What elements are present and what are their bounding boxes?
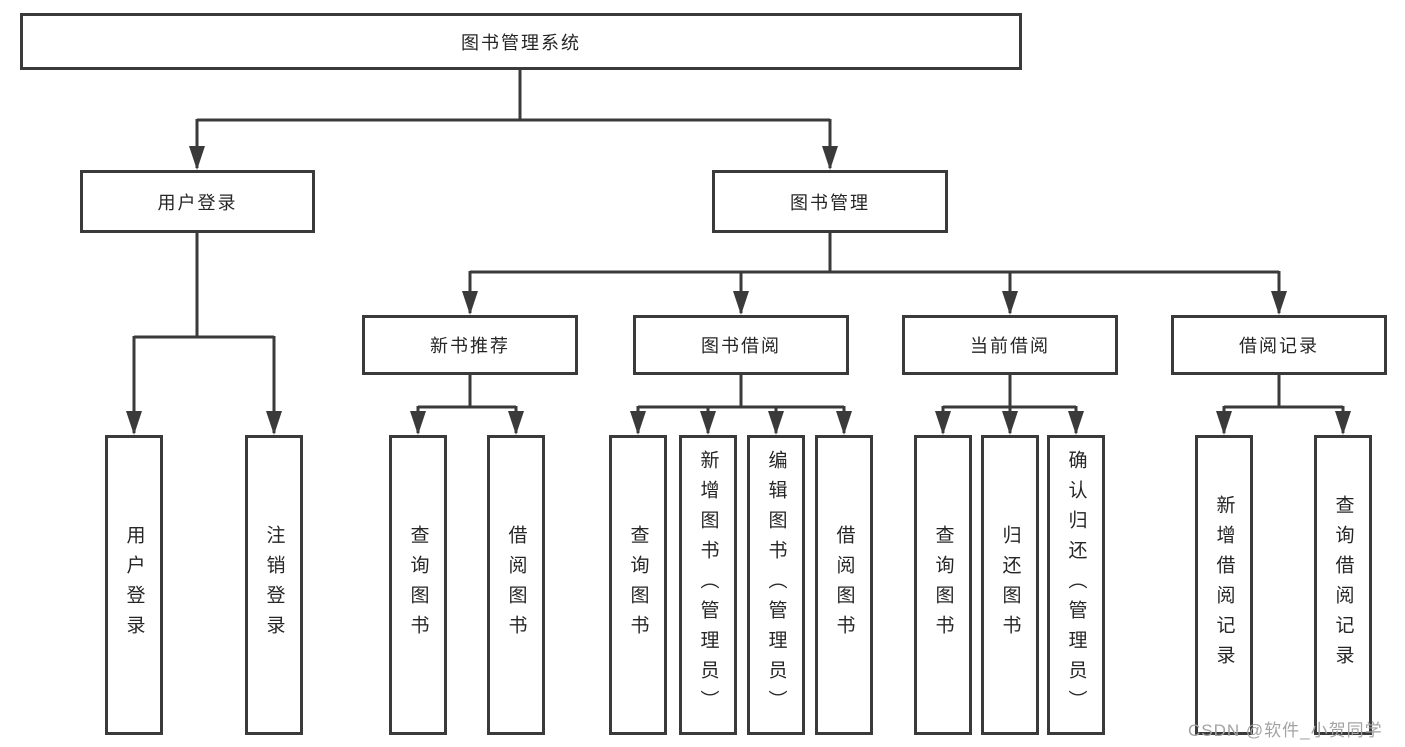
leaf-edit-books-admin: 编辑图书（管理员） [747,435,805,735]
leaf-query-borrow-record: 查询借阅记录 [1314,435,1372,735]
leaf-query-books-recommend: 查询图书 [389,435,447,735]
node-label: 新书推荐 [430,336,510,356]
node-label: 查询图书 [932,525,954,645]
node-system-root: 图书管理系统 [20,13,1022,70]
node-label: 确认归还（管理员） [1065,450,1087,720]
node-book-management-branch: 图书管理 [712,170,948,233]
node-label: 借阅记录 [1239,336,1319,356]
node-label: 用户登录 [123,525,145,645]
csdn-watermark: CSDN @软件_小贺同学 [1188,721,1383,740]
node-new-book-recommend: 新书推荐 [362,315,578,375]
node-label: 查询借阅记录 [1332,495,1354,675]
leaf-query-books-borrow: 查询图书 [609,435,667,735]
node-user-login-branch: 用户登录 [80,170,315,233]
node-label: 注销登录 [263,525,285,645]
leaf-borrow-books-recommend: 借阅图书 [487,435,545,735]
leaf-user-login: 用户登录 [105,435,163,735]
node-borrow-records: 借阅记录 [1171,315,1387,375]
leaf-add-borrow-record: 新增借阅记录 [1195,435,1253,735]
arrowheads [126,146,1351,435]
node-current-borrow: 当前借阅 [902,315,1118,375]
node-label: 图书管理系统 [461,32,581,53]
node-label: 图书管理 [790,192,870,213]
leaf-borrow-books: 借阅图书 [815,435,873,735]
node-label: 查询图书 [627,525,649,645]
node-label: 用户登录 [157,192,238,213]
node-label: 编辑图书（管理员） [765,450,787,720]
node-label: 借阅图书 [833,525,855,645]
leaf-confirm-return-admin: 确认归还（管理员） [1047,435,1105,735]
node-label: 查询图书 [407,525,429,645]
leaf-query-books-current: 查询图书 [914,435,972,735]
leaf-logout: 注销登录 [245,435,303,735]
leaf-return-books: 归还图书 [981,435,1039,735]
node-label: 归还图书 [999,525,1021,645]
node-label: 当前借阅 [970,336,1050,356]
node-label: 新增借阅记录 [1213,495,1235,675]
node-label: 借阅图书 [505,525,527,645]
leaf-add-books-admin: 新增图书（管理员） [679,435,737,735]
node-book-borrow: 图书借阅 [633,315,849,375]
node-label: 新增图书（管理员） [697,450,719,720]
node-label: 图书借阅 [701,336,781,356]
